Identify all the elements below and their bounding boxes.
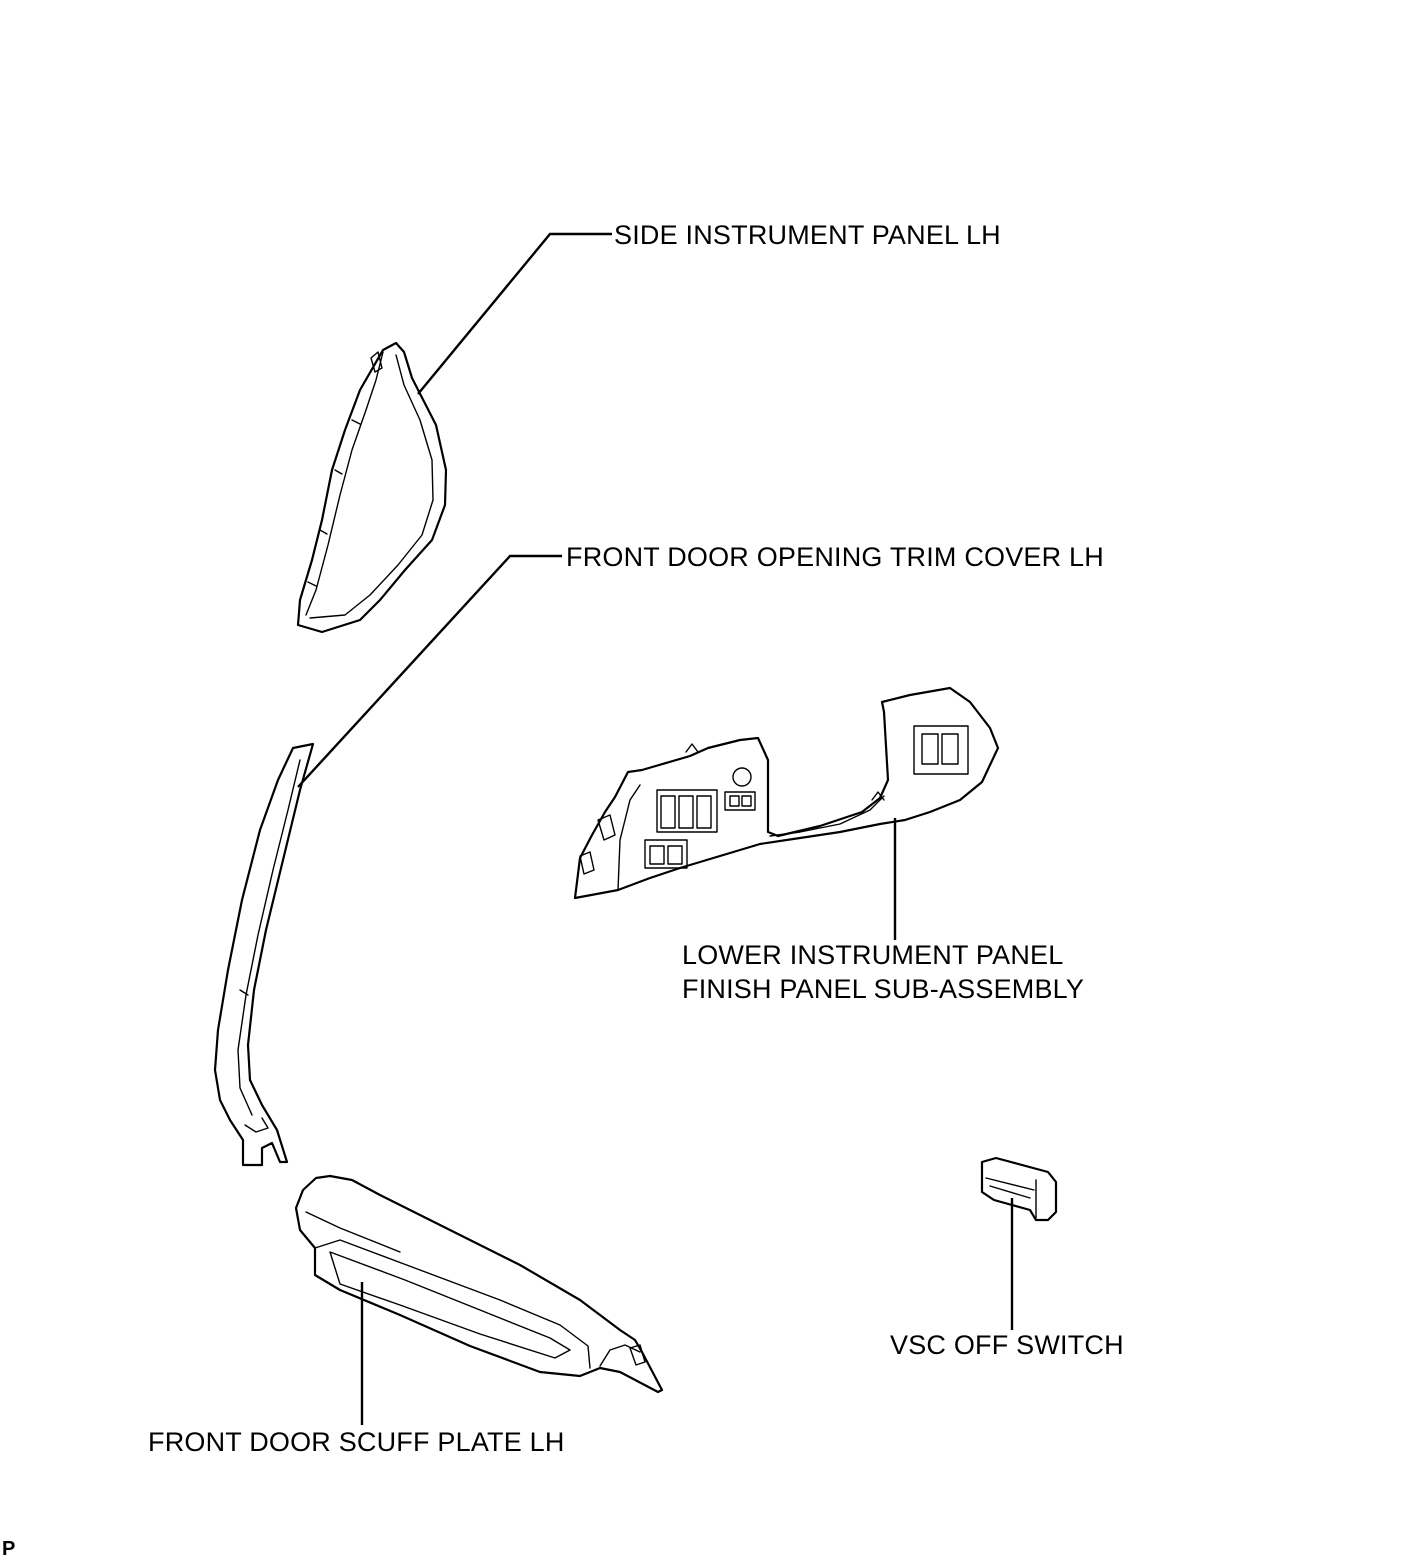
label-front-door-scuff-plate: FRONT DOOR SCUFF PLATE LH bbox=[148, 1427, 565, 1457]
label-side-instrument-panel: SIDE INSTRUMENT PANEL LH bbox=[614, 220, 1001, 250]
footer-mark: P bbox=[2, 1538, 16, 1560]
side-instrument-panel-part bbox=[296, 341, 448, 634]
front-door-opening-trim-cover-part bbox=[213, 742, 315, 1167]
leader-front-door-opening-trim bbox=[297, 554, 562, 788]
leader-side-instrument-panel bbox=[417, 232, 612, 395]
front-door-scuff-plate-part bbox=[294, 1174, 664, 1394]
leader-lines bbox=[297, 232, 1014, 1425]
label-vsc-off-switch: VSC OFF SWITCH bbox=[890, 1330, 1124, 1360]
label-lower-instrument-panel-line2: FINISH PANEL SUB-ASSEMBLY bbox=[682, 974, 1085, 1004]
label-front-door-opening-trim-cover: FRONT DOOR OPENING TRIM COVER LH bbox=[566, 542, 1104, 572]
lower-instrument-panel-part bbox=[573, 686, 1000, 900]
vsc-off-switch-part bbox=[980, 1156, 1058, 1222]
label-lower-instrument-panel-line1: LOWER INSTRUMENT PANEL bbox=[682, 940, 1064, 970]
